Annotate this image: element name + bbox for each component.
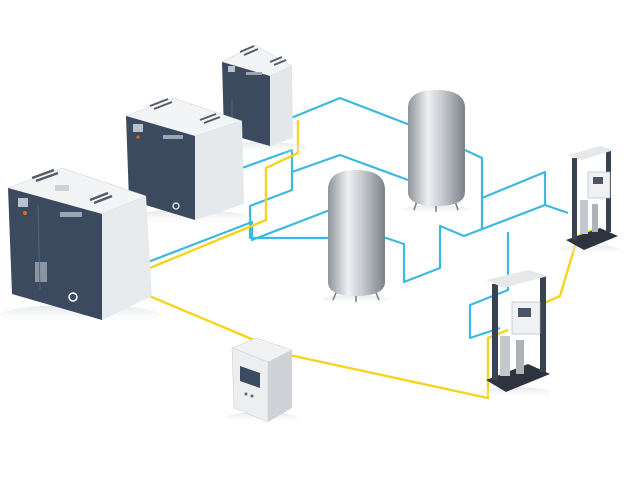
air-receiver-tank-front — [322, 170, 390, 305]
control-cable — [115, 120, 300, 284]
compressor-front — [0, 167, 160, 325]
air-pipe — [464, 149, 569, 215]
air-receiver-tank-back — [402, 90, 470, 215]
air-pipe — [147, 208, 331, 264]
air-pipe — [385, 203, 546, 284]
dryer-unit-back — [560, 146, 620, 255]
compressor-middle — [125, 97, 250, 226]
central-controller-cabinet — [226, 337, 298, 424]
air-pipe — [248, 172, 294, 222]
air-pipe — [468, 232, 510, 340]
air-pipe — [290, 96, 411, 127]
dryer-unit-front — [479, 270, 551, 399]
control-cable — [265, 328, 509, 400]
